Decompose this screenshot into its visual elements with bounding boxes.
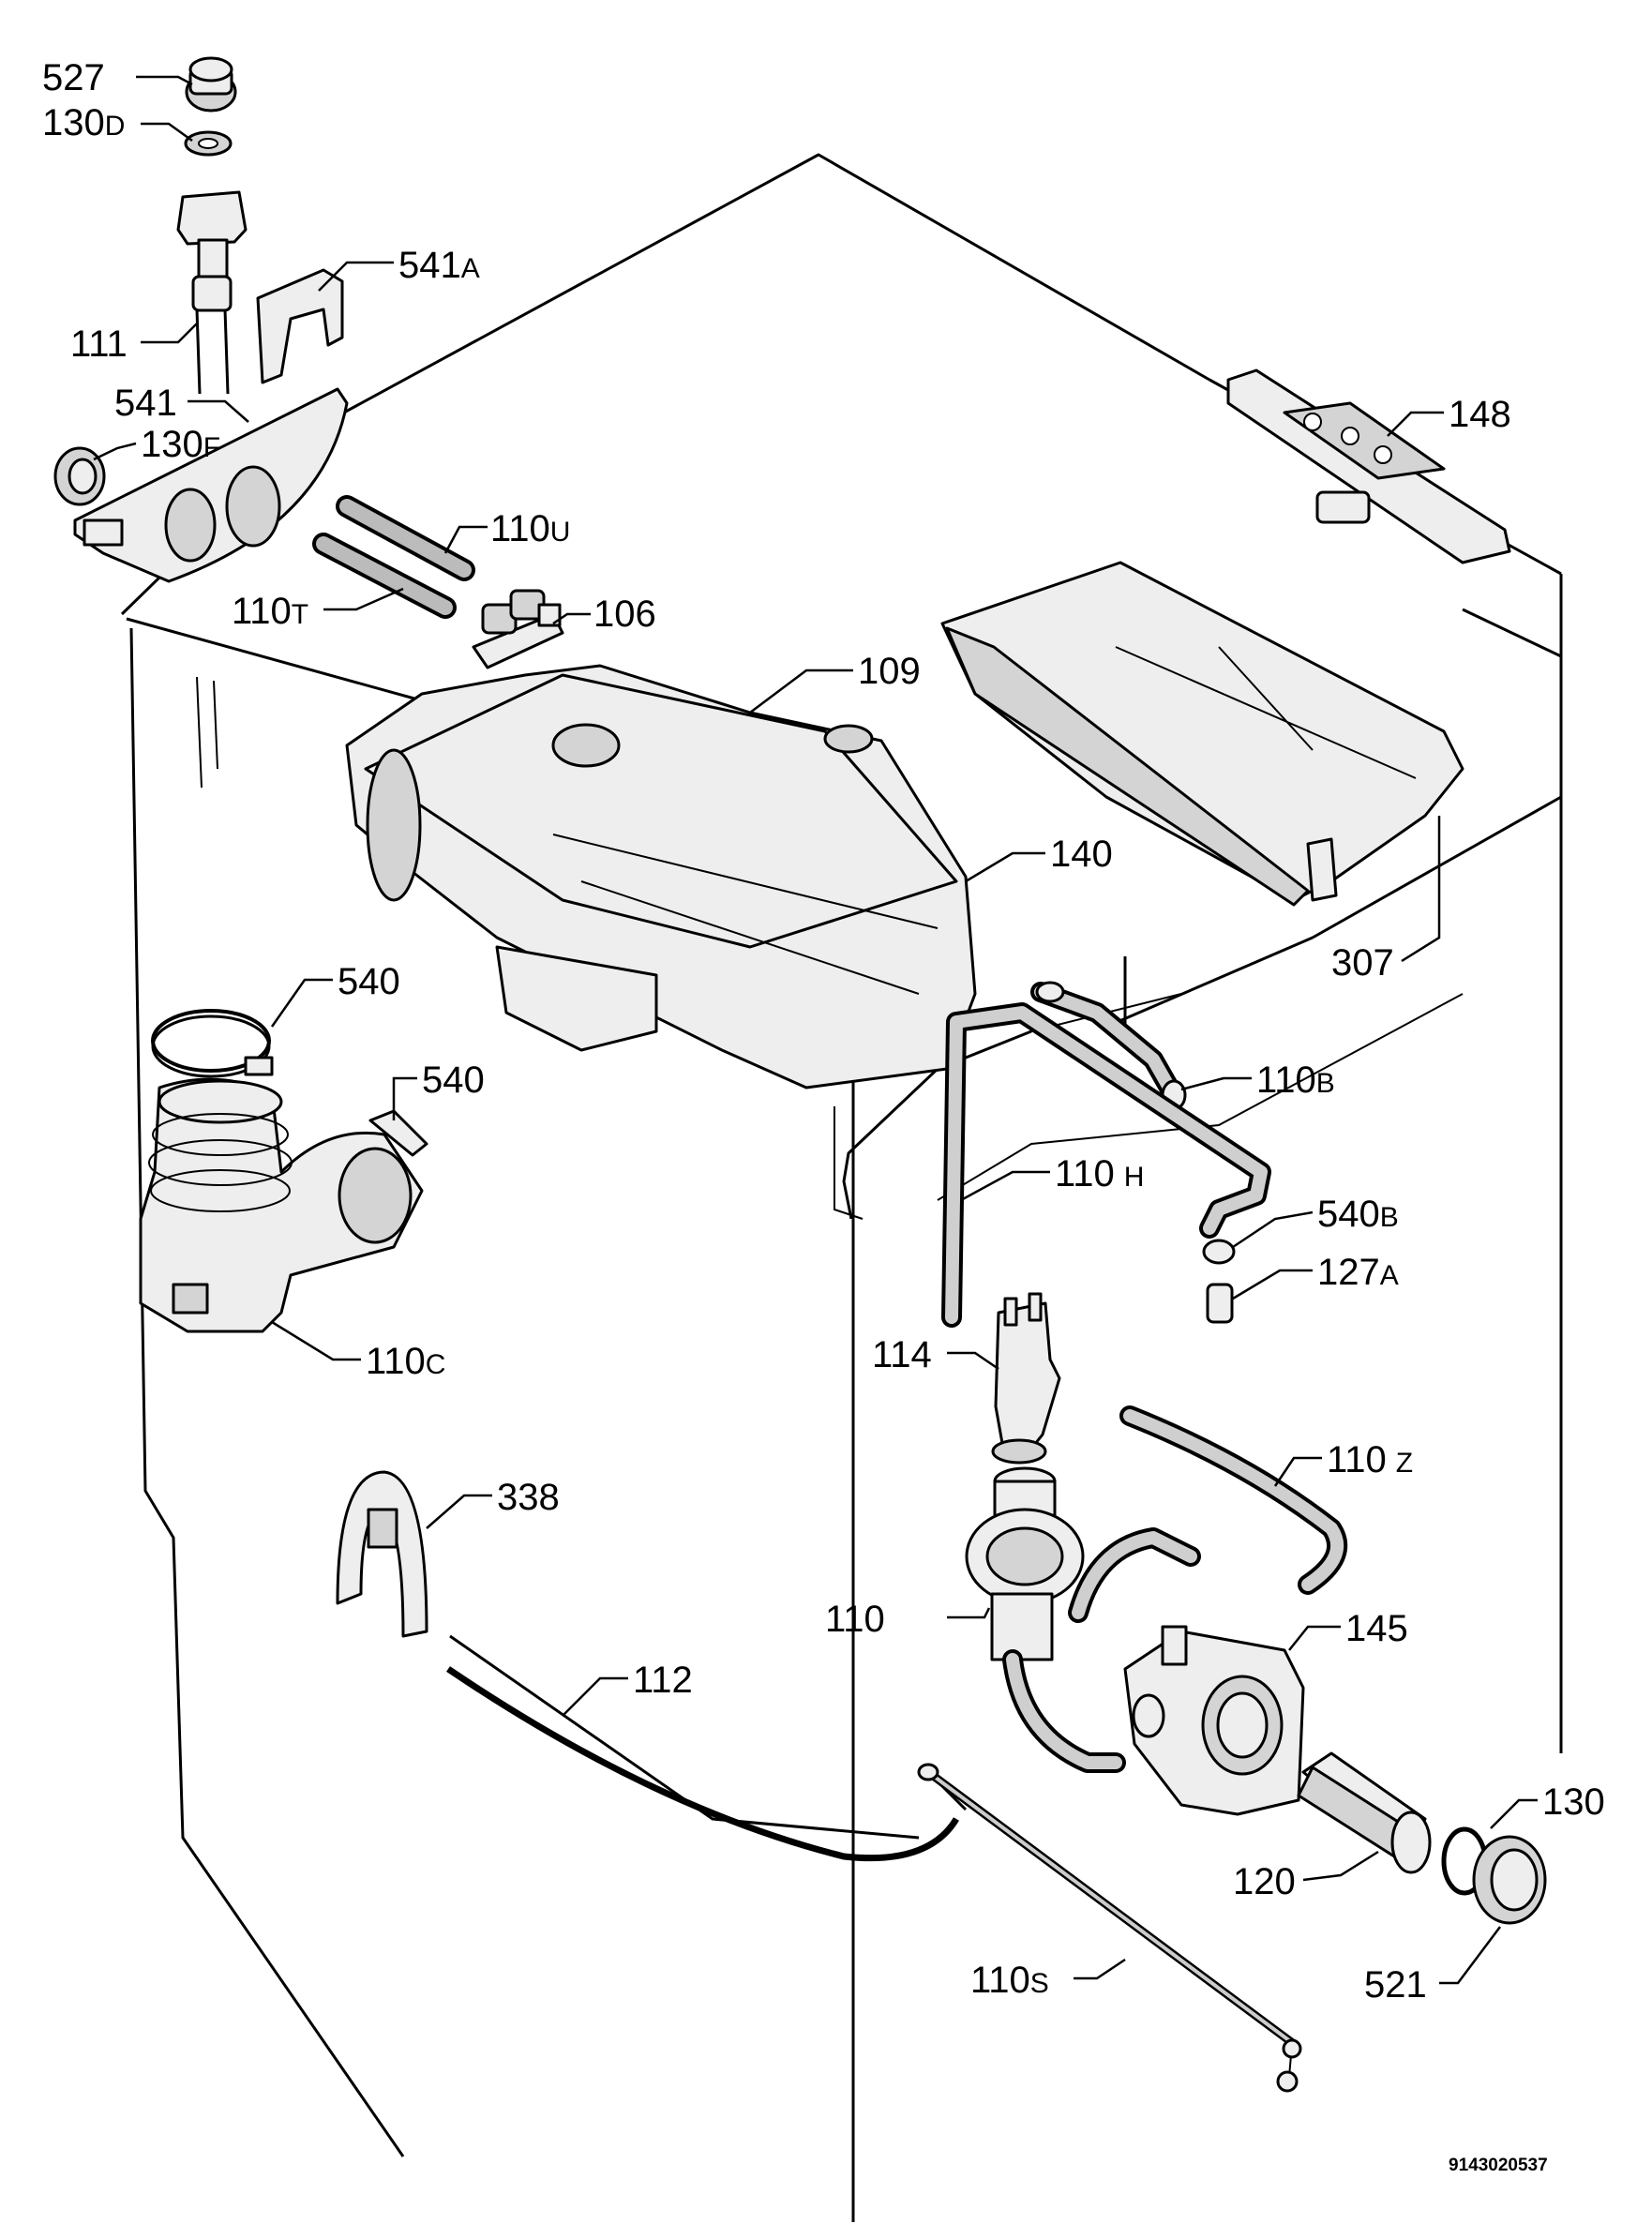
valve-106 [472, 589, 564, 669]
label-112: 112 [633, 1660, 693, 1701]
label-110t: 110T [232, 591, 308, 632]
drawer-cover-148 [1226, 368, 1511, 564]
grommet-130f [53, 446, 106, 506]
label-110c: 110C [366, 1341, 445, 1382]
pressure-switch-114 [991, 1292, 1061, 1465]
label-110b: 110B [1256, 1059, 1335, 1101]
hose-110z [1119, 1405, 1348, 1595]
hose-110b [1030, 981, 1187, 1111]
inlet-hose-111 [176, 190, 248, 395]
label-114: 114 [872, 1334, 932, 1375]
clip-541a [256, 268, 344, 384]
clip-540b [1202, 1239, 1236, 1265]
labels: 527 130D 541A 111 541 130F 110U 110T 106… [42, 57, 1605, 2175]
label-140: 140 [1050, 834, 1113, 875]
label-130d: 130D [42, 102, 125, 143]
label-120: 120 [1233, 1861, 1296, 1902]
label-106: 106 [593, 594, 656, 635]
label-521: 521 [1364, 1964, 1427, 2006]
label-148: 148 [1449, 394, 1511, 435]
drawing-code: 9143020537 [1449, 2156, 1548, 2175]
label-111: 111 [70, 323, 128, 365]
cap-527 [185, 56, 237, 113]
filter-120 [1297, 1751, 1432, 1874]
filter-cap-521 [1472, 1835, 1547, 1925]
label-540b: 540B [1317, 1194, 1399, 1235]
pump-housing-145 [1123, 1625, 1305, 1816]
sump-hose-110 [965, 1466, 1201, 1773]
label-541: 541 [114, 383, 177, 424]
drain-hose-112 [446, 1666, 959, 1862]
tube-110t [312, 533, 457, 619]
label-130: 130 [1542, 1781, 1605, 1823]
label-110u: 110U [490, 508, 570, 549]
hose-110h [941, 1002, 1271, 1328]
bracket-plate-541 [73, 387, 349, 583]
detergent-drawer-307 [940, 561, 1464, 907]
dispenser-housing-109 [345, 664, 977, 1089]
cabinet-outline [120, 153, 1563, 2222]
label-338: 338 [497, 1477, 560, 1518]
label-110: 110 [825, 1599, 885, 1640]
label-307: 307 [1331, 942, 1394, 984]
label-540-side: 540 [422, 1059, 485, 1101]
label-127a: 127A [1317, 1252, 1399, 1293]
rod-110s [917, 1763, 1302, 2093]
hose-guide-338 [336, 1470, 428, 1638]
nozzle-127a [1206, 1283, 1234, 1324]
hose-clamp-540-small [368, 1109, 428, 1157]
leader-lines [93, 75, 1538, 1985]
label-110s: 110S [970, 1960, 1049, 2001]
label-541a: 541A [398, 245, 480, 286]
label-109: 109 [858, 651, 921, 692]
bellows-110c [139, 1077, 424, 1333]
tube-110u [336, 495, 475, 581]
label-540-top: 540 [338, 961, 400, 1002]
hose-clamp-540-large [151, 1009, 274, 1078]
washer-130d [184, 130, 233, 157]
label-145: 145 [1345, 1608, 1408, 1649]
label-130f: 130F [141, 424, 220, 465]
label-527: 527 [42, 57, 105, 98]
